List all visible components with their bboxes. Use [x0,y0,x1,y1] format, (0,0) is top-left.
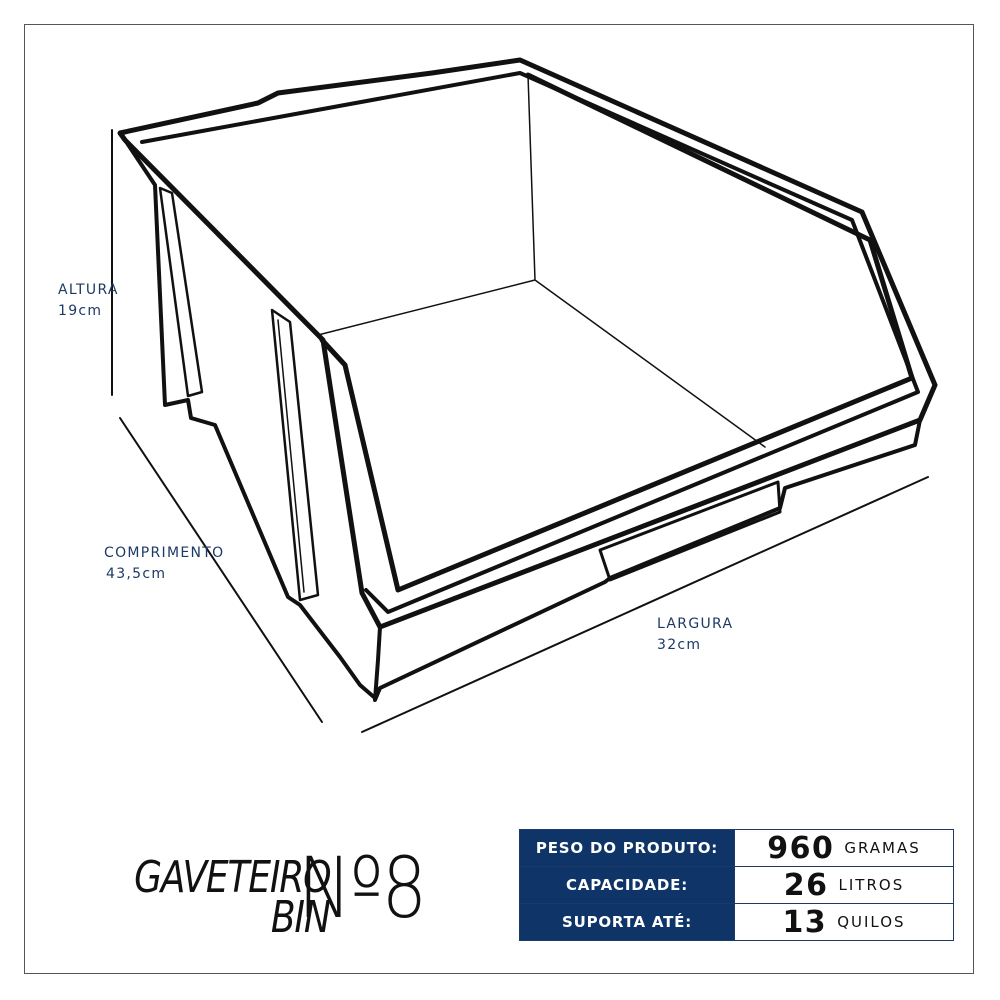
spec-unit: LITROS [838,876,905,894]
spec-value: 13 [782,904,828,940]
spec-unit: QUILOS [837,913,906,931]
altura-value: 19cm [58,303,103,319]
bin-side-rail [158,186,204,398]
spec-value-cell: 960 GRAMAS [734,829,954,867]
spec-value-cell: 13 QUILOS [734,903,954,941]
specs-table: PESO DO PRODUTO: 960 GRAMAS CAPACIDADE: 2… [519,829,954,941]
largura-value: 32cm [657,637,702,653]
product-title: GAVETEIRO BIN [40,842,490,952]
spec-value-cell: 26 LITROS [734,866,954,904]
bin-interior [317,74,766,448]
spec-row-suporta: SUPORTA ATÉ: 13 QUILOS [519,903,954,941]
title-line-gaveteiro: GAVETEIRO [133,852,331,903]
spec-value: 26 [783,867,829,903]
spec-label: PESO DO PRODUTO: [519,829,735,867]
spec-row-capacidade: CAPACIDADE: 26 LITROS [519,866,954,904]
altura-label: ALTURA 19cm [58,280,119,322]
spec-row-peso: PESO DO PRODUTO: 960 GRAMAS [519,829,954,867]
comprimento-value: 43,5cm [106,566,167,582]
model-number: Nº8 [298,839,427,937]
bin-bottom-edge [373,418,922,702]
largura-dimension-line [361,476,929,733]
title-line-bin: BIN [271,892,331,943]
spec-value: 960 [767,830,835,866]
spec-unit: GRAMAS [844,839,921,857]
bin-left-wall [123,138,377,700]
spec-label: CAPACIDADE: [519,866,735,904]
image-frame [24,24,974,974]
largura-name: LARGURA [657,616,734,632]
bin-top-rim [117,57,938,630]
altura-name: ALTURA [58,282,119,298]
comprimento-label: COMPRIMENTO 43,5cm [104,543,224,585]
bin-rim-inner [140,71,920,614]
bin-side-rail [270,308,320,602]
spec-label: SUPORTA ATÉ: [519,903,735,941]
largura-label: LARGURA 32cm [657,614,733,656]
comprimento-dimension-line [119,417,323,723]
bin-label-slot [598,480,782,582]
comprimento-name: COMPRIMENTO [104,545,225,561]
bin-front-opening [319,72,915,593]
